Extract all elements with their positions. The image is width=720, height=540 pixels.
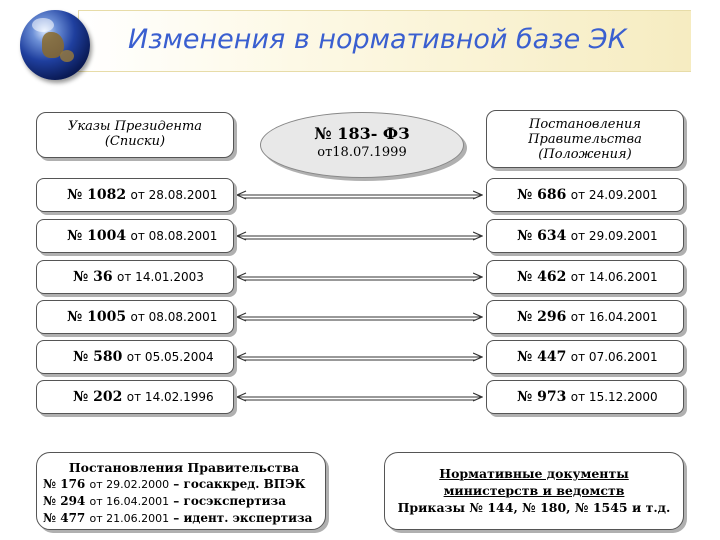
law-number: № 183- ФЗ [314,124,410,143]
header-line: (Положения) [538,147,632,162]
list-item: № 176 от 29.02.2000 – госаккред. ВПЭК [43,477,306,491]
government-resolutions-box: Постановления Правительства № 176 от 29.… [36,452,326,530]
government-resolutions-header: Постановления Правительства (Положения) [486,110,684,168]
box-title: Постановления Правительства [68,460,300,475]
resolution-box: № 462 от 14.06.2001 [486,260,684,294]
header-line: (Списки) [104,134,166,149]
header-line: Правительства [528,132,642,147]
resolution-box: № 634 от 29.09.2001 [486,219,684,253]
resolution-box: № 973 от 15.12.2000 [486,380,684,414]
decree-box: № 1005 от 08.08.2001 [36,300,234,334]
resolution-box: № 447 от 07.06.2001 [486,340,684,374]
presidential-decrees-header: Указы Президента (Списки) [36,112,234,158]
box-title: Нормативные документы [439,466,629,481]
ministry-documents-box: Нормативные документы министерств и ведо… [384,452,684,530]
decree-box: № 36 от 14.01.2003 [36,260,234,294]
decree-box: № 580 от 05.05.2004 [36,340,234,374]
federal-law-oval: № 183- ФЗ от18.07.1999 [260,112,464,178]
globe-icon [20,10,90,80]
header-line: Постановления [529,117,641,132]
law-date: от18.07.1999 [317,145,407,160]
page-title: Изменения в нормативной базе ЭК [128,24,627,55]
decree-box: № 202 от 14.02.1996 [36,380,234,414]
orders-line: Приказы № 144, № 180, № 1545 и т.д. [397,500,671,515]
resolution-box: № 686 от 24.09.2001 [486,178,684,212]
decree-box: № 1004 от 08.08.2001 [36,219,234,253]
box-title: министерств и ведомств [443,483,625,498]
resolution-box: № 296 от 16.04.2001 [486,300,684,334]
header-line: Указы Президента [67,119,203,134]
list-item: № 477 от 21.06.2001 – идент. экспертиза [43,511,313,525]
decree-box: № 1082 от 28.08.2001 [36,178,234,212]
list-item: № 294 от 16.04.2001 – госэкспертиза [43,494,286,508]
title-band [78,10,691,72]
